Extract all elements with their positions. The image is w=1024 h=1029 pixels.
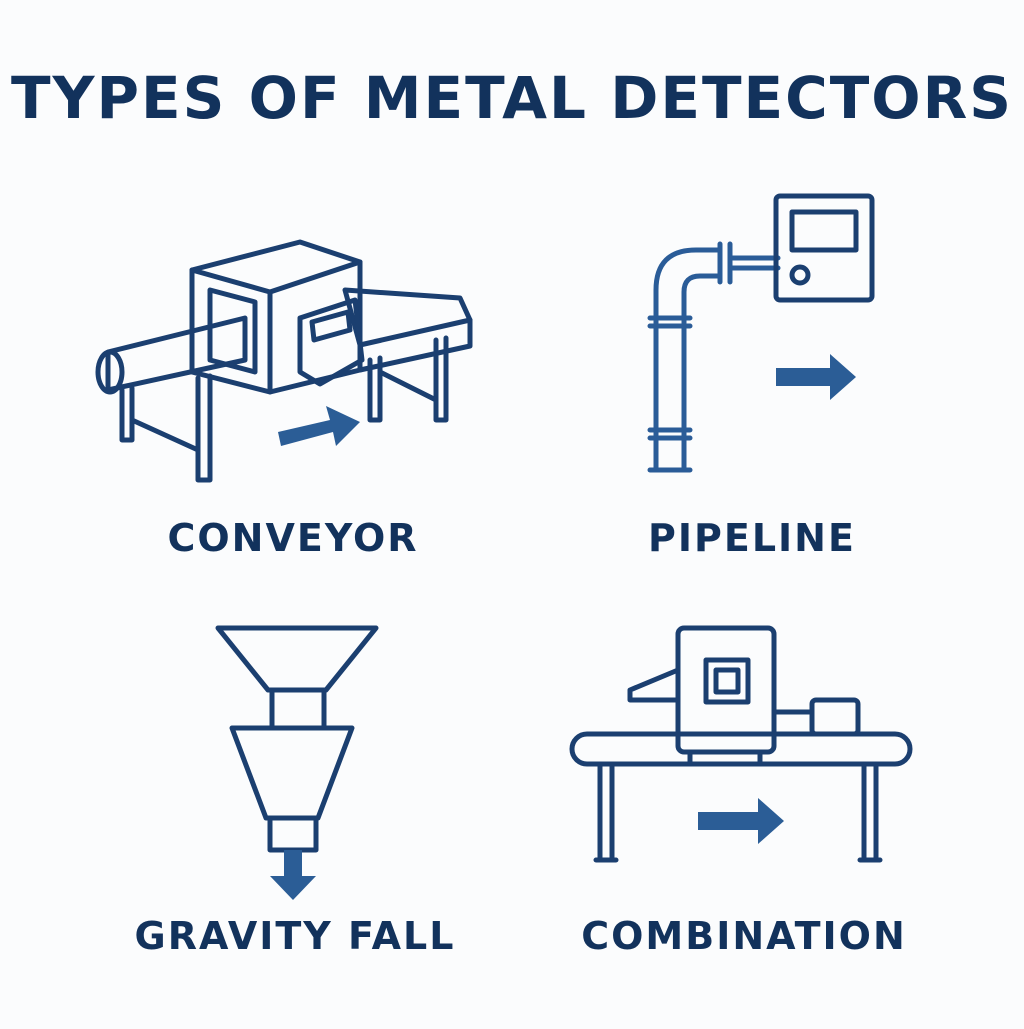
pipeline-detector-icon [647,193,875,473]
combination-detector-icon [569,625,913,863]
label-conveyor: CONVEYOR [167,516,419,560]
conveyor-detector-icon [95,239,473,483]
page-title: TYPES OF METAL DETECTORS [10,64,1014,132]
gravity-fall-detector-icon [215,625,379,900]
label-combination: COMBINATION [581,914,907,958]
label-gravity-fall: GRAVITY FALL [134,914,456,958]
label-pipeline: PIPELINE [648,516,856,560]
